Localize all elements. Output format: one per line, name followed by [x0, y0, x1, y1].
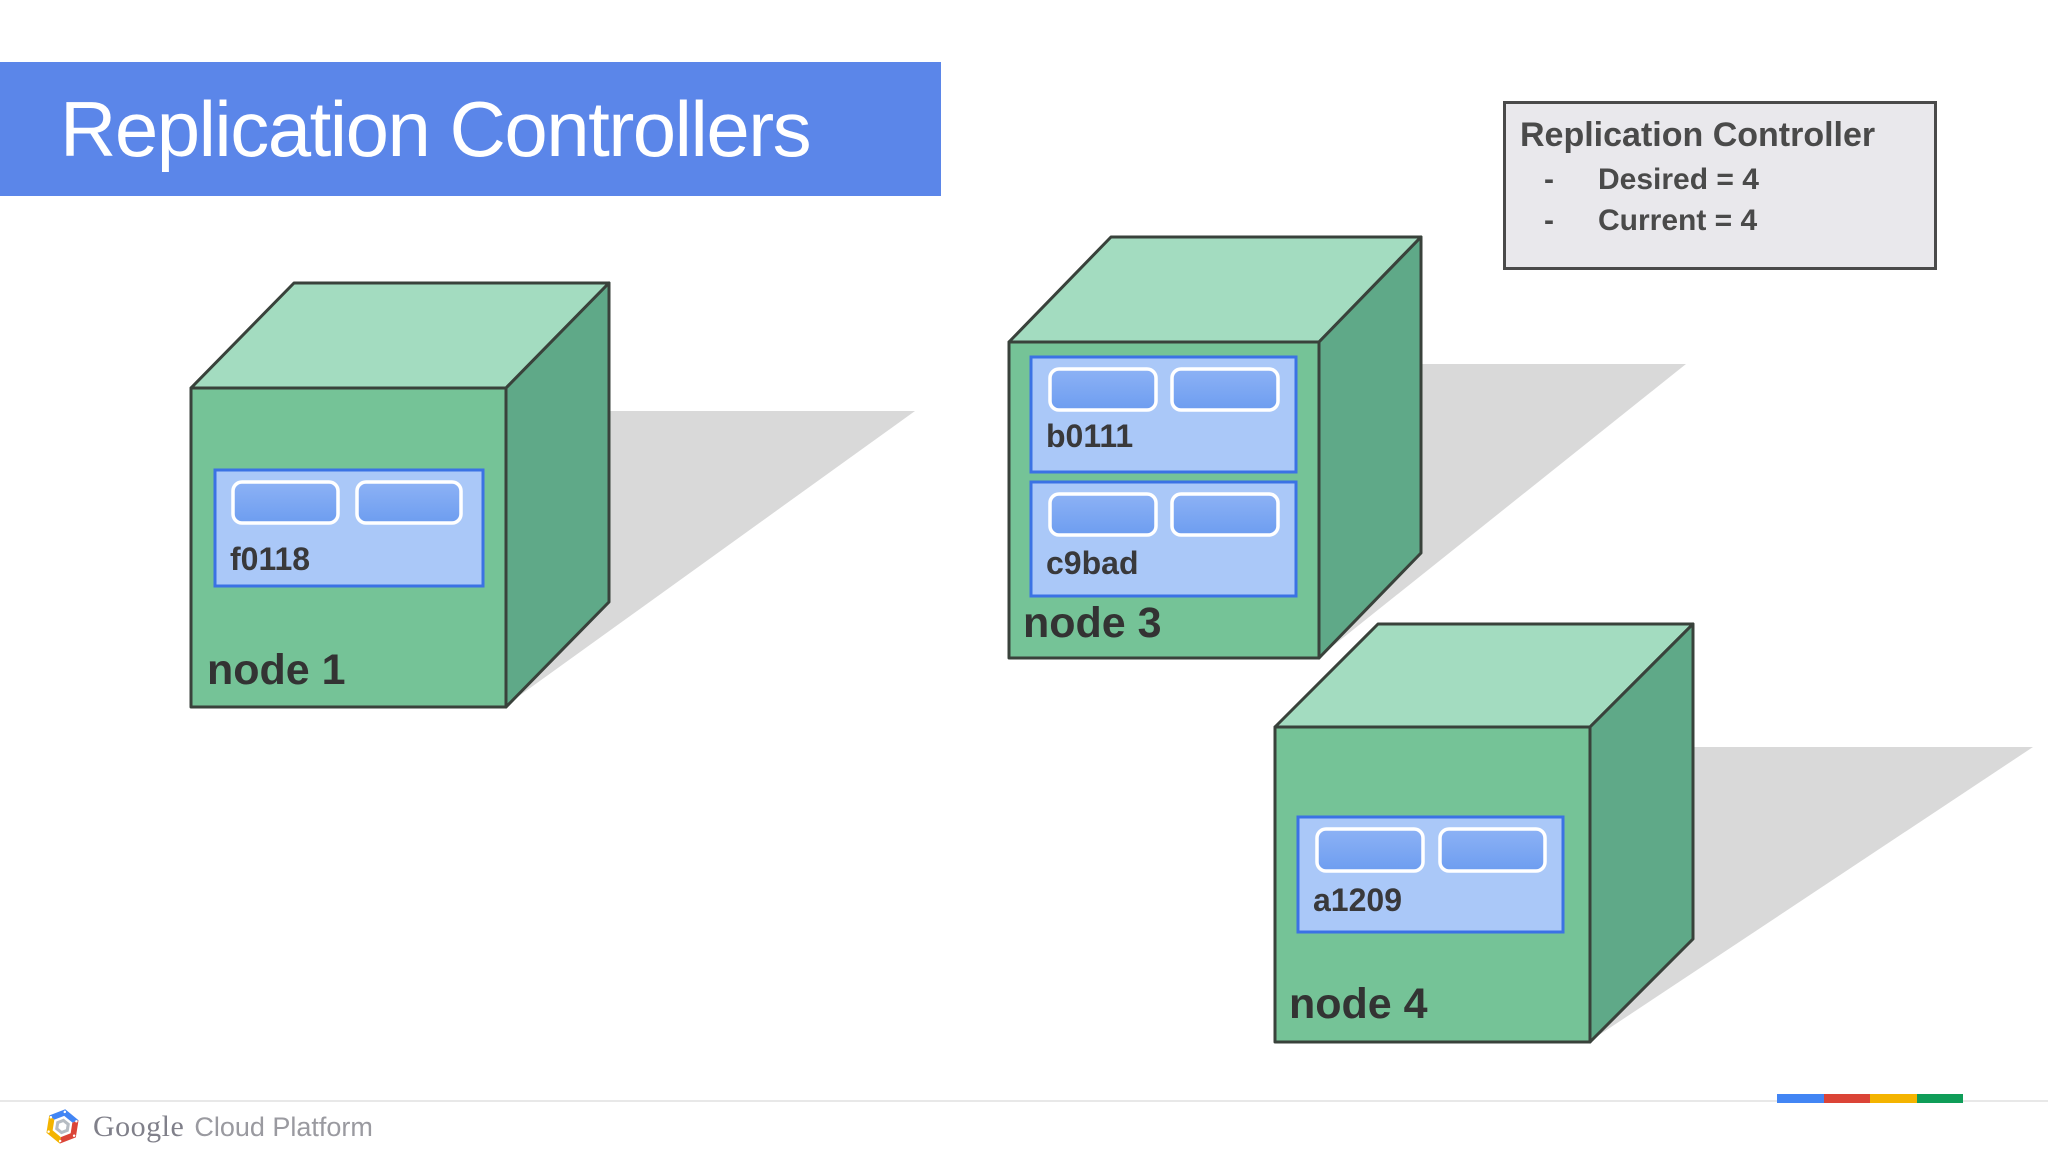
accent-segment-red: [1823, 1094, 1870, 1103]
container-rect: [1315, 827, 1425, 873]
replication-controller-info-box: Replication Controller - Desired = 4 - C…: [1503, 101, 1937, 270]
current-count-text: Current = 4: [1598, 204, 1758, 237]
pod-a1209: a1209: [1296, 815, 1565, 934]
pod-c9bad: c9bad: [1029, 480, 1298, 598]
pod-id-label: c9bad: [1046, 545, 1138, 581]
desired-count-text: Desired = 4: [1598, 163, 1759, 196]
container-rect: [1438, 827, 1547, 873]
google-cloud-platform-logo: Google Cloud Platform: [44, 1106, 373, 1148]
node-4-label: node 4: [1289, 980, 1428, 1028]
container-rect: [1048, 492, 1158, 537]
container-rect: [355, 480, 463, 525]
node-3-cube: b0111 c9bad node 3: [1007, 235, 1423, 660]
gcp-hexagon-icon: [46, 1108, 79, 1144]
node-4-cube: a1209 node 4: [1273, 622, 1695, 1044]
slide-title-banner: Replication Controllers: [0, 62, 941, 196]
accent-segment-yellow: [1870, 1094, 1917, 1103]
node-1-label: node 1: [207, 646, 346, 694]
bullet-dash: -: [1544, 163, 1554, 196]
pod-f0118: f0118: [213, 468, 485, 588]
pod-id-label: b0111: [1046, 418, 1133, 454]
google-accent-bar: [1777, 1094, 1963, 1103]
bullet-dash: -: [1544, 204, 1554, 237]
accent-segment-blue: [1777, 1094, 1824, 1103]
node-3-label: node 3: [1023, 599, 1162, 647]
footer-divider: [0, 1100, 2048, 1102]
page-title: Replication Controllers: [60, 84, 812, 173]
container-rect: [1170, 492, 1280, 537]
google-wordmark: Google: [93, 1110, 185, 1143]
node-1-cube: f0118 node 1: [189, 281, 611, 709]
node-4-shadow: [1590, 747, 2033, 1041]
container-rect: [231, 480, 340, 525]
accent-segment-green: [1916, 1094, 1963, 1103]
info-line-desired: - Desired = 4: [1506, 159, 1934, 200]
info-box-title: Replication Controller: [1520, 116, 1876, 154]
container-rect: [1170, 367, 1280, 412]
pod-id-label: a1209: [1313, 882, 1402, 918]
pod-b0111: b0111: [1029, 355, 1298, 474]
container-rect: [1048, 367, 1158, 412]
cloud-platform-wordmark: Cloud Platform: [194, 1111, 373, 1142]
info-line-current: - Current = 4: [1506, 200, 1934, 241]
pod-id-label: f0118: [230, 541, 310, 577]
